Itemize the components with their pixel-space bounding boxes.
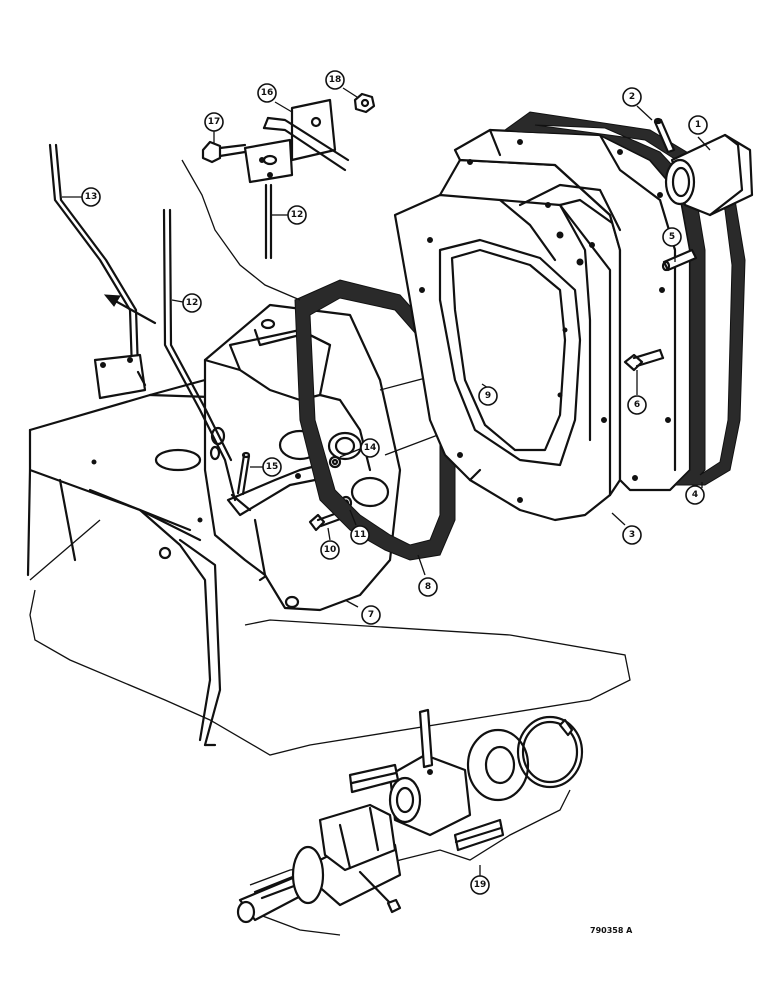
callout-circle <box>81 187 101 207</box>
pin-5 <box>661 248 698 272</box>
callout-label: 11 <box>354 530 367 540</box>
callout-label: 10 <box>324 545 337 555</box>
callout-label: 14 <box>364 443 377 453</box>
callout-label: 7 <box>368 610 374 620</box>
callouts: 1 2 3 4 5 6 7 8 9 10 <box>62 70 711 895</box>
callout-circle <box>418 577 438 597</box>
callout-circle <box>627 395 647 415</box>
callout-circle <box>287 205 307 225</box>
callout-label: 1 <box>695 120 701 130</box>
callout-label: 2 <box>629 92 635 102</box>
phantom-line <box>181 159 301 301</box>
callout-circle <box>688 115 708 135</box>
callout-label: 6 <box>634 400 640 410</box>
callout-label: 18 <box>329 75 342 85</box>
nut-18 <box>353 92 376 114</box>
washer-14 <box>328 455 342 469</box>
callout-circle <box>622 525 642 545</box>
callout-label: 3 <box>629 530 635 540</box>
callout-circle <box>204 112 224 132</box>
coupling-1 <box>664 133 754 217</box>
callout-circle <box>622 87 642 107</box>
callout-label: 4 <box>692 490 698 500</box>
bolt-6 <box>623 348 665 372</box>
callout-label: 12 <box>291 210 304 220</box>
callout-circle <box>182 293 202 313</box>
shift-lever-13 <box>48 143 147 400</box>
detail-19-shaft-assembly <box>236 708 584 936</box>
callout-circle <box>478 386 498 406</box>
pin-15 <box>236 451 251 496</box>
callout-label: 9 <box>485 391 491 401</box>
callout-label: 12 <box>186 298 199 308</box>
callout-circle <box>685 485 705 505</box>
callout-circle <box>470 875 490 895</box>
callout-label: 5 <box>669 232 675 242</box>
roll-pin-2 <box>653 117 676 154</box>
rod-12-upper <box>264 183 273 260</box>
bolt-17 <box>201 140 247 164</box>
callout-circle <box>257 83 277 103</box>
adapter-plate <box>393 158 622 522</box>
callout-label: 17 <box>208 117 221 127</box>
callout-circle <box>350 525 370 545</box>
callout-circle <box>262 457 282 477</box>
callout-circle <box>325 70 345 90</box>
callout-circle <box>360 438 380 458</box>
callout-circle <box>662 227 682 247</box>
drawing-code: 790358 A <box>590 926 633 935</box>
callout-label: 8 <box>425 582 431 592</box>
callout-label: 13 <box>85 192 98 202</box>
callout-label: 19 <box>474 880 487 890</box>
callout-label: 16 <box>261 88 274 98</box>
gasket-8 <box>294 279 456 561</box>
callout-label: 15 <box>266 462 279 472</box>
bracket-16 <box>243 98 350 184</box>
direction-arrow <box>103 294 157 325</box>
callout-circle <box>320 540 340 560</box>
callout-circle <box>361 605 381 625</box>
